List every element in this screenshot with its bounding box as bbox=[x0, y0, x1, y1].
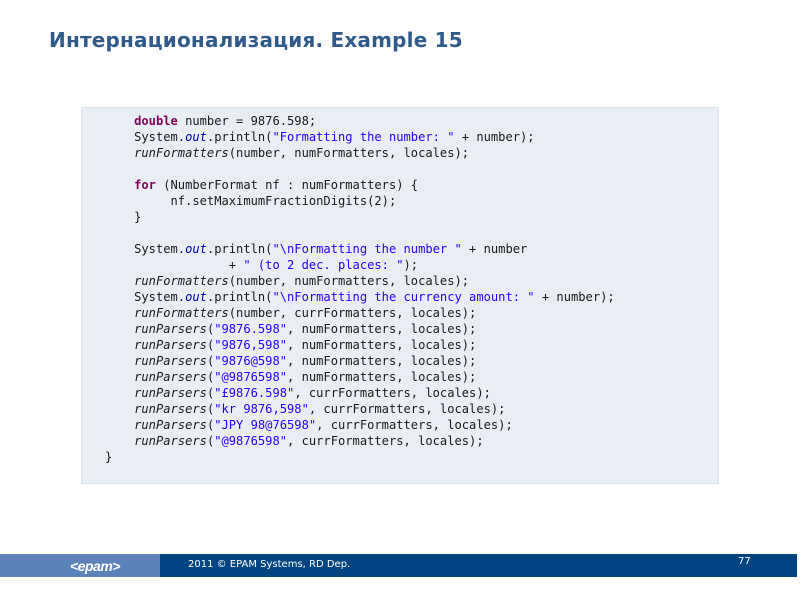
code-line-1: double number = 9876.598; bbox=[134, 114, 317, 128]
footer-bar: <epam> 2011 © EPAM Systems, RD Dep. 77 bbox=[0, 554, 797, 577]
code-line-8 bbox=[105, 225, 615, 241]
code-line-9: System.out.println("\nFormatting the num… bbox=[105, 242, 528, 256]
code-line-12: System.out.println("\nFormatting the cur… bbox=[105, 290, 615, 304]
code-line-17: runParsers("@9876598", numFormatters, lo… bbox=[134, 370, 477, 384]
code-line-16: runParsers("9876@598", numFormatters, lo… bbox=[134, 354, 477, 368]
slide-title: Интернационализация. Example 15 bbox=[49, 28, 463, 52]
code-line-18: runParsers("£9876.598", currFormatters, … bbox=[134, 386, 491, 400]
code-line-14: runParsers("9876.598", numFormatters, lo… bbox=[134, 322, 477, 336]
code-line-15: runParsers("9876,598", numFormatters, lo… bbox=[134, 338, 477, 352]
footer-main: 2011 © EPAM Systems, RD Dep. 77 bbox=[160, 554, 797, 577]
code-line-19: runParsers("kr 9876,598", currFormatters… bbox=[134, 402, 506, 416]
epam-logo: <epam> bbox=[0, 554, 160, 577]
code-line-22: } bbox=[105, 450, 113, 464]
epam-logo-text: <epam> bbox=[70, 557, 120, 574]
code-line-5: for (NumberFormat nf : numFormatters) { bbox=[134, 178, 419, 192]
code-line-20: runParsers("JPY 98@76598", currFormatter… bbox=[134, 418, 513, 432]
footer-copyright: 2011 © EPAM Systems, RD Dep. bbox=[188, 559, 351, 570]
code-line-11: runFormatters(number, numFormatters, loc… bbox=[134, 274, 470, 288]
page-number: 77 bbox=[738, 556, 751, 567]
code-line-21: runParsers("@9876598", currFormatters, l… bbox=[134, 434, 484, 448]
code-block-background bbox=[81, 107, 719, 484]
code-line-10: + " (to 2 dec. places: "); bbox=[105, 258, 419, 272]
code-line-7: } bbox=[105, 210, 142, 224]
code-line-3: runFormatters(number, numFormatters, loc… bbox=[134, 146, 470, 160]
code-block: double number = 9876.598; System.out.pri… bbox=[105, 113, 615, 465]
code-line-13: runFormatters(number, currFormatters, lo… bbox=[134, 306, 477, 320]
code-line-6: nf.setMaximumFractionDigits(2); bbox=[105, 194, 397, 208]
code-line-2: System.out.println("Formatting the numbe… bbox=[105, 130, 535, 144]
code-line-4 bbox=[105, 161, 615, 177]
